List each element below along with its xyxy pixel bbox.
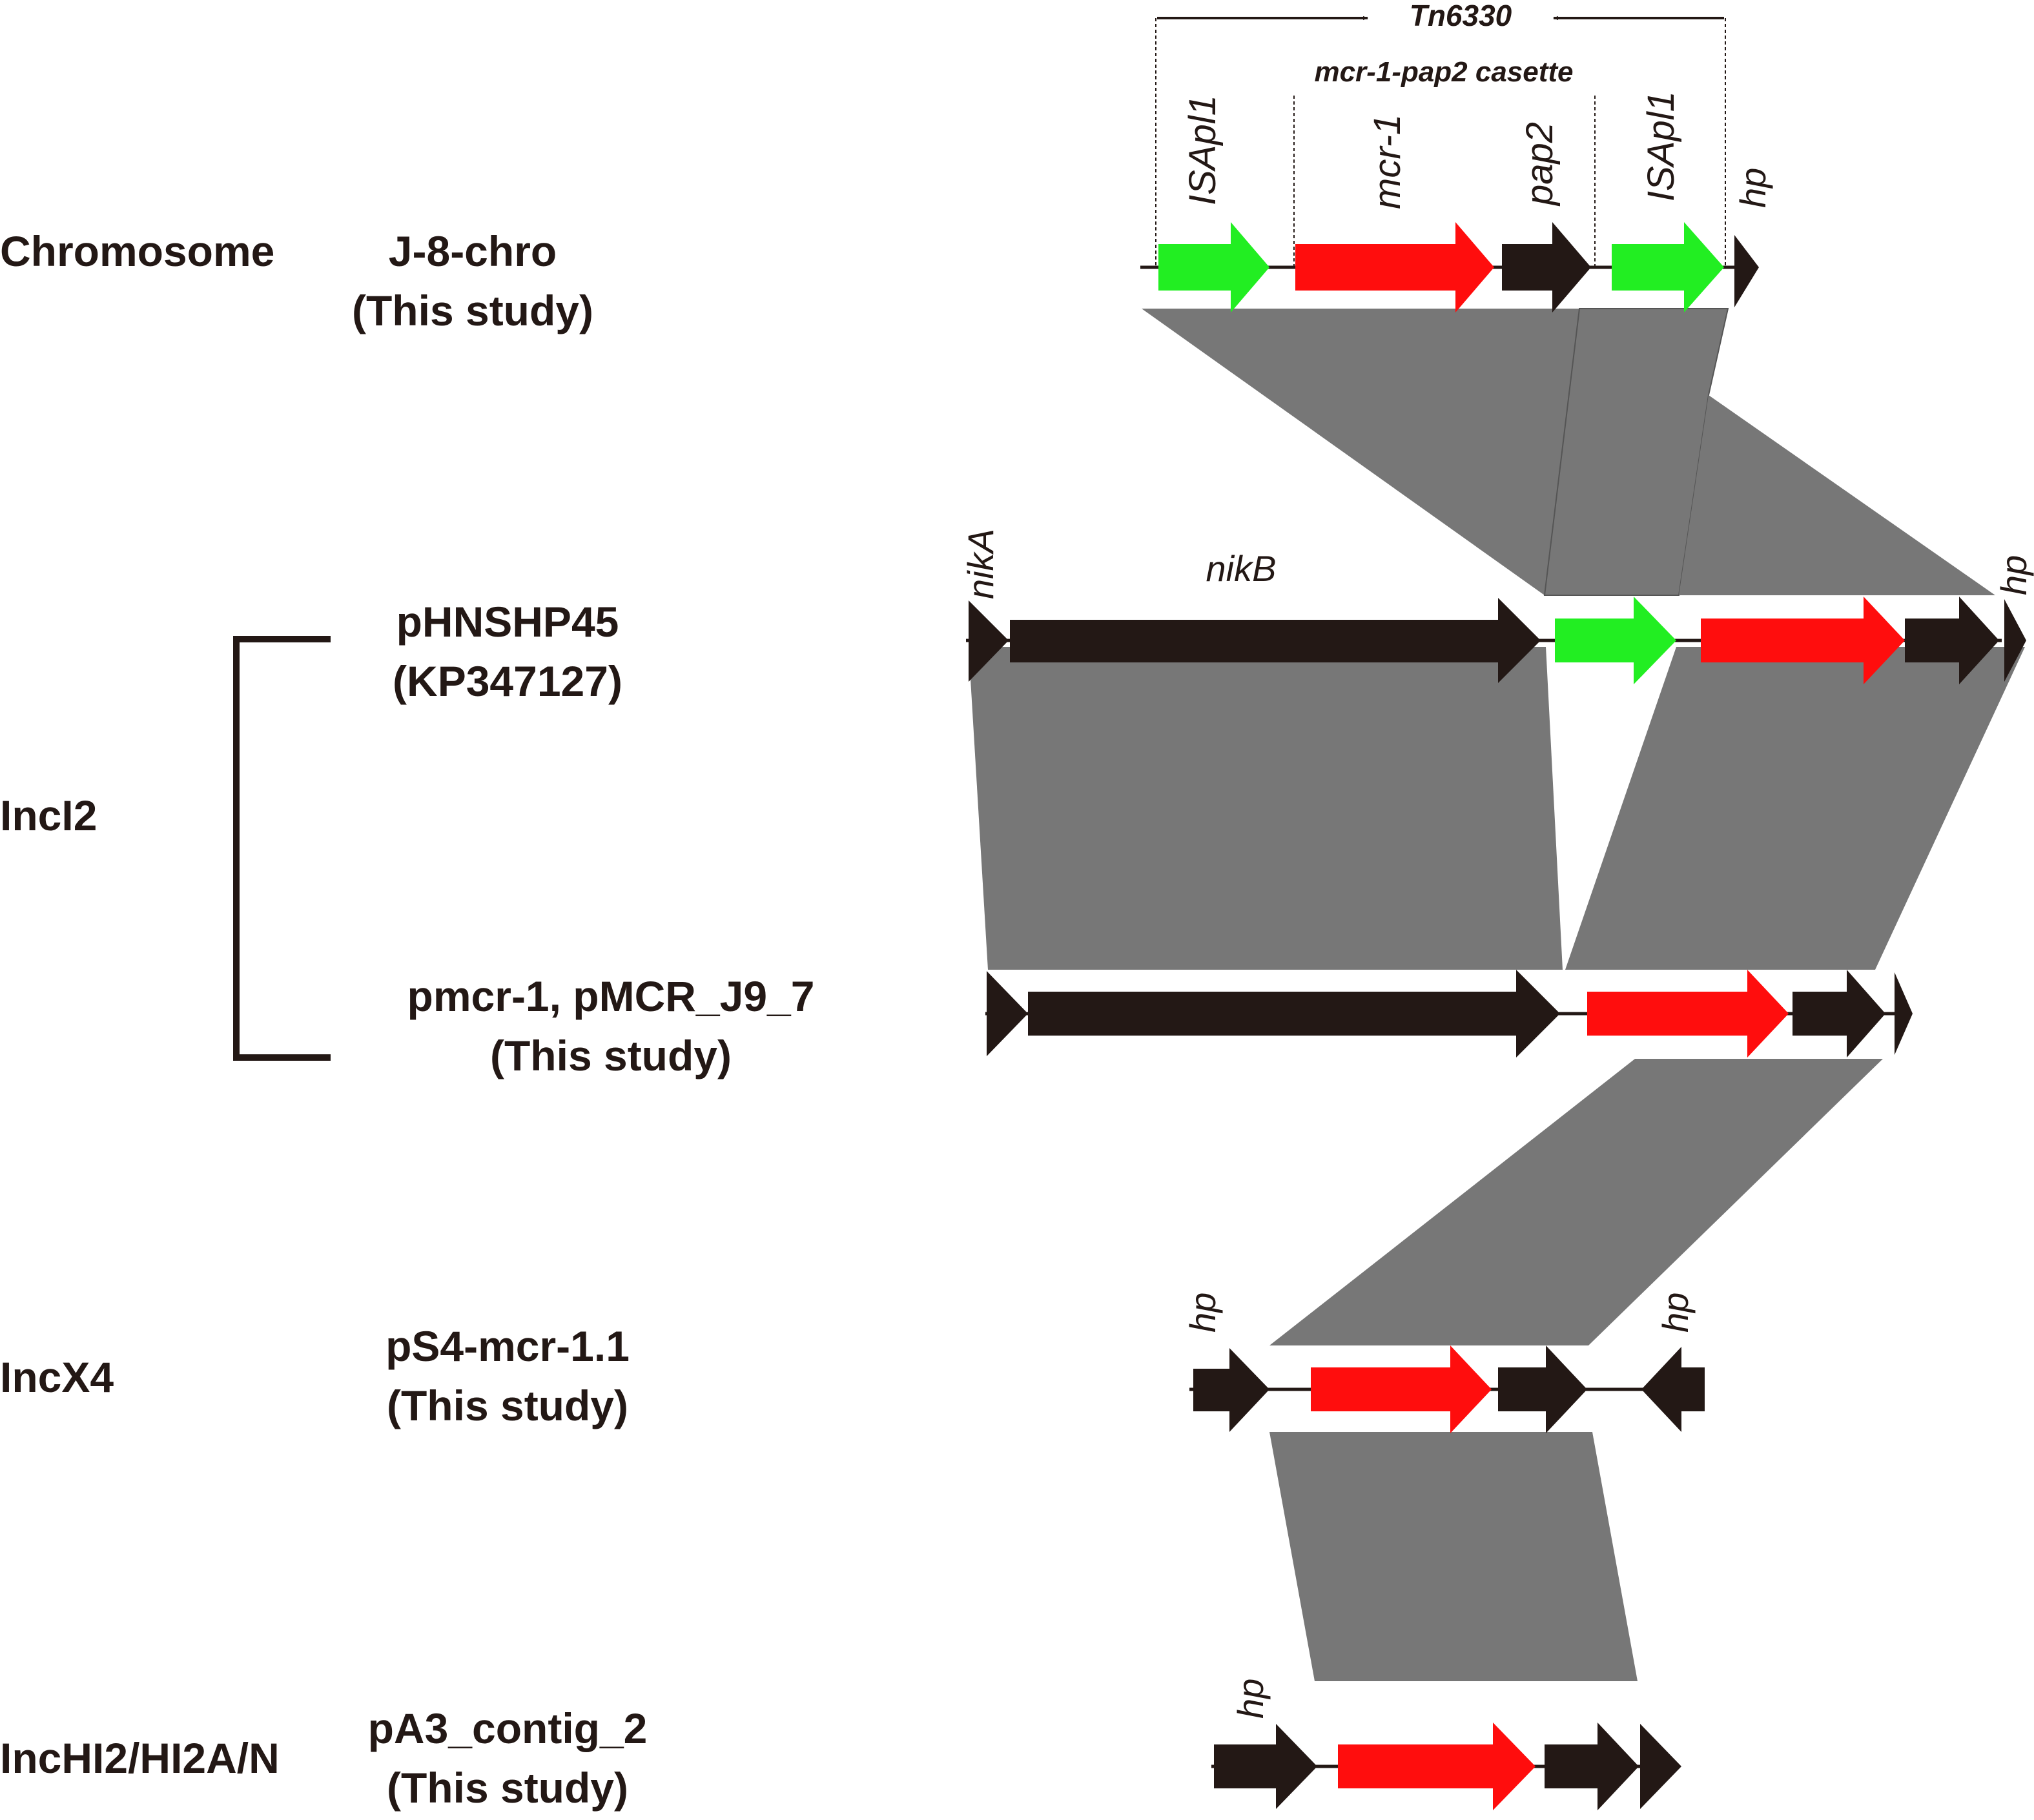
- nika-label: nikA: [960, 529, 1001, 599]
- group-label: IncHI2/HI2A/N: [0, 1734, 280, 1782]
- row-phnshp45-map: nikA nikB hp: [960, 529, 2034, 684]
- pap2-gene-arrow: [1502, 222, 1591, 312]
- hp-label: hp: [1655, 1293, 1696, 1333]
- pap2-gene-arrow: [1498, 1345, 1587, 1433]
- hp-gene-arrow: [1640, 1724, 1681, 1809]
- isapl1-gene-arrow: [1555, 597, 1676, 684]
- isapl1-gene-arrow: [1158, 222, 1269, 312]
- homology-block: [1269, 1059, 1883, 1345]
- nikb-gene-arrow: [1010, 598, 1541, 683]
- mcr1-gene-arrow: [1587, 970, 1789, 1058]
- sequence-name: pHNSHP45: [396, 598, 619, 646]
- row-labels: Chromosome J-8-chro (This study) pHNSHP4…: [0, 227, 814, 1812]
- transposon-label: Tn6330: [1410, 0, 1512, 32]
- mcr1-label: mcr-1: [1366, 114, 1408, 209]
- sequence-name: pS4-mcr-1.1: [385, 1322, 630, 1370]
- row-ps4-map: hp hp: [1182, 1293, 1705, 1433]
- hp-gene-arrow: [1895, 972, 1913, 1055]
- nikb-label: nikB: [1206, 548, 1277, 589]
- hp-label: hp: [1993, 555, 2034, 595]
- homology-block: [1142, 309, 1579, 595]
- homology-blocks: [969, 308, 2025, 1681]
- homology-block: [1269, 1432, 1638, 1681]
- transposon-annotation: Tn6330 mcr-1-pap2 casette: [1155, 0, 1726, 266]
- hp-gene-arrow: [1734, 235, 1759, 307]
- sequence-note: (KP347127): [393, 657, 622, 705]
- hp-gene-arrow: [1641, 1347, 1705, 1432]
- mcr1-gene-arrow: [1338, 1723, 1536, 1810]
- nika-gene-arrow: [969, 600, 1009, 682]
- mcr1-gene-arrow: [1311, 1345, 1492, 1433]
- group-label: Chromosome: [0, 227, 274, 275]
- pap2-gene-arrow: [1545, 1723, 1639, 1810]
- hp-gene-arrow: [1214, 1724, 1317, 1809]
- sequence-note: (This study): [387, 1764, 628, 1812]
- hp-gene-arrow: [2004, 599, 2026, 682]
- sequence-name: pmcr-1, pMCR_J9_7: [407, 972, 815, 1020]
- nika-gene-arrow: [987, 971, 1028, 1056]
- nikb-gene-arrow: [1028, 970, 1560, 1058]
- sequence-name: pA3_contig_2: [368, 1704, 648, 1752]
- isapl1-label: ISApl1: [1640, 91, 1682, 201]
- homology-block: [1565, 647, 2025, 970]
- group-bracket: [233, 636, 331, 1061]
- row-pmcr1-map: [985, 970, 1913, 1058]
- mcr1-gene-arrow: [1701, 597, 1905, 684]
- sequence-name: J-8-chro: [389, 227, 557, 275]
- isapl1-label: ISApl1: [1182, 95, 1224, 205]
- pap2-gene-arrow: [1793, 970, 1885, 1058]
- row1-gene-labels: ISApl1 mcr-1 pap2 ISApl1 hp: [1182, 91, 1773, 209]
- hp-label: hp: [1230, 1679, 1271, 1719]
- homology-block: [969, 647, 1563, 970]
- pap2-gene-arrow: [1905, 597, 1999, 684]
- sequence-note: (This study): [387, 1382, 628, 1429]
- group-label: IncI2: [0, 792, 97, 839]
- isapl1-gene-arrow: [1612, 222, 1724, 312]
- row-pa3-map: hp: [1211, 1679, 1681, 1810]
- cassette-label: mcr-1-pap2 casette: [1314, 56, 1573, 88]
- hp-gene-arrow: [1193, 1348, 1269, 1432]
- homology-block: [1679, 395, 1995, 595]
- group-label: IncX4: [0, 1353, 114, 1401]
- row-j8-chro-map: [1140, 222, 1759, 312]
- hp-label: hp: [1182, 1293, 1223, 1333]
- mcr1-gene-arrow: [1295, 222, 1494, 312]
- pap2-label: pap2: [1519, 122, 1561, 207]
- sequence-note: (This study): [490, 1032, 732, 1079]
- hp-label: hp: [1732, 168, 1773, 208]
- sequence-note: (This study): [352, 287, 593, 334]
